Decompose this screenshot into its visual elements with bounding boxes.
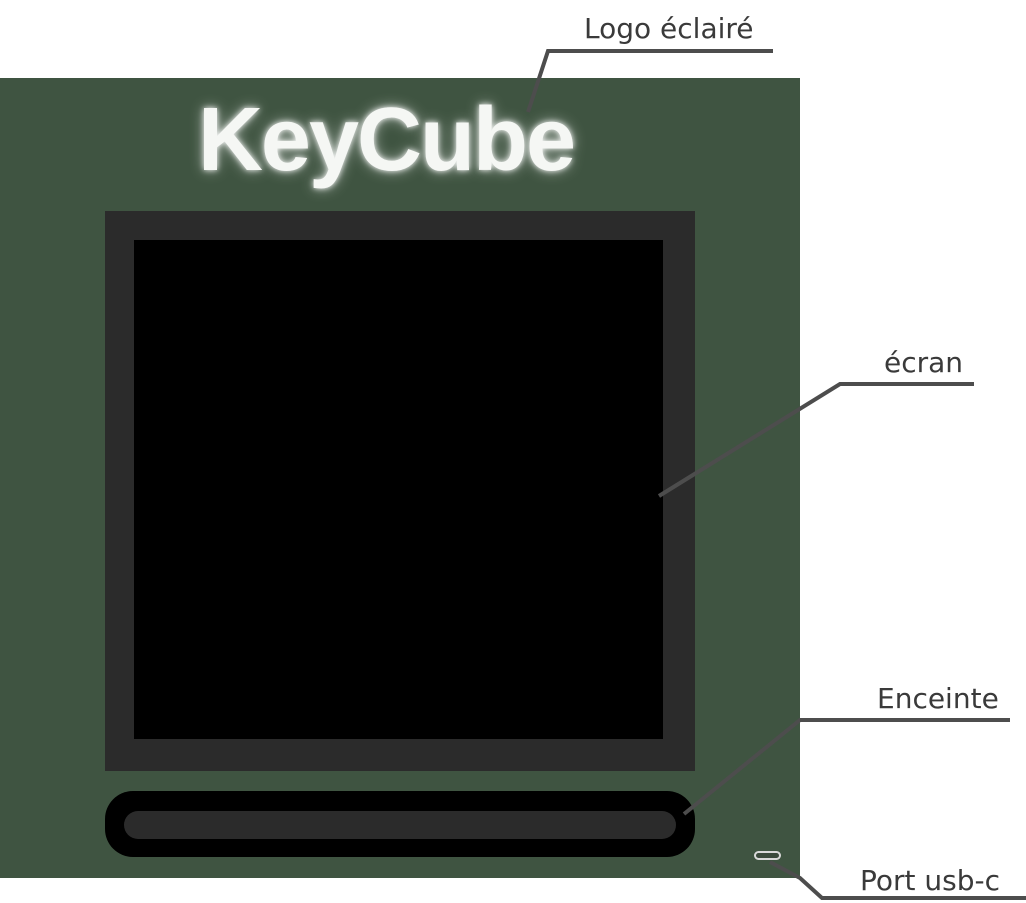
speaker-grille	[124, 811, 676, 839]
screen-callout-label: écran	[884, 346, 964, 379]
speaker-callout-label: Enceinte	[877, 682, 999, 715]
usb-c-port-icon	[754, 851, 781, 860]
screen-display	[134, 240, 663, 739]
usb-port-callout-label: Port usb-c	[860, 864, 1001, 897]
logo-callout-label: Logo éclairé	[584, 12, 754, 45]
illuminated-logo: KeyCube	[197, 90, 576, 190]
